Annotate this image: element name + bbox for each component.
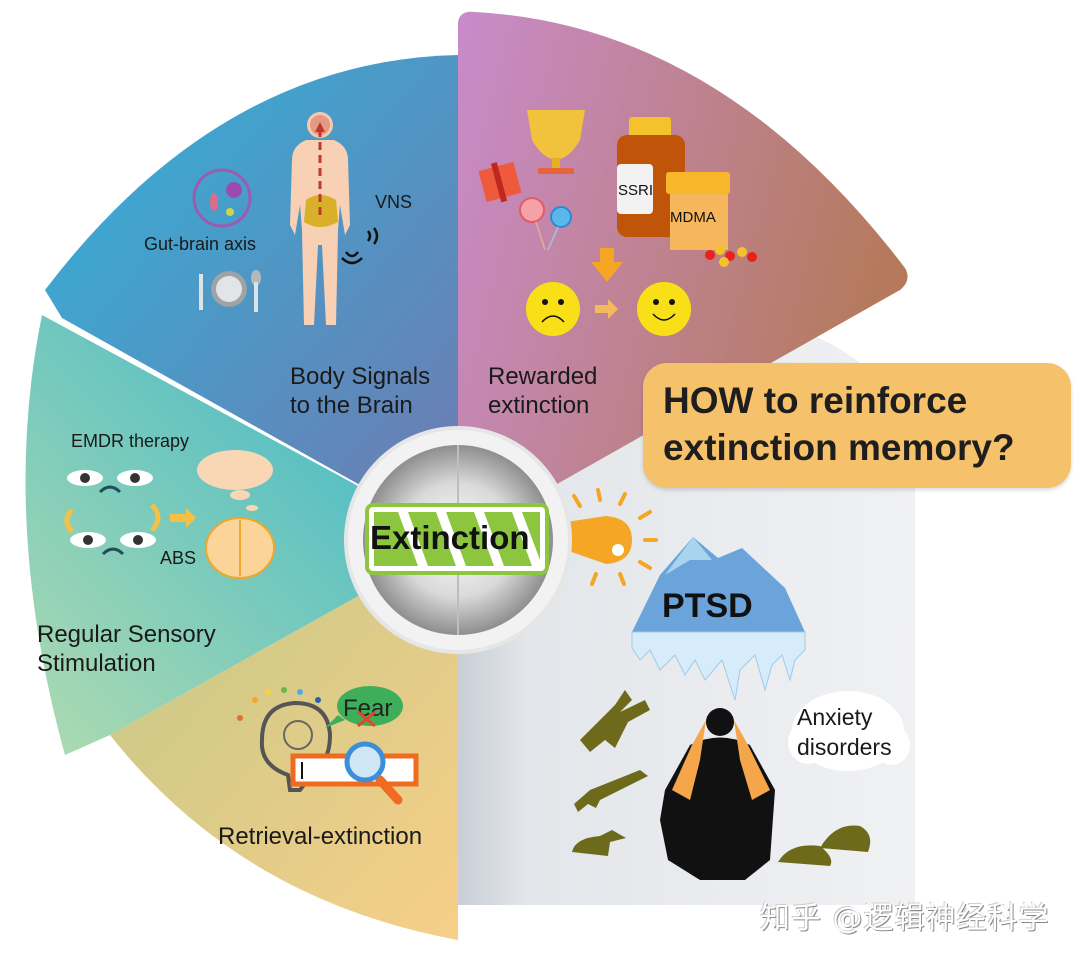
battery-icon: [365, 503, 549, 575]
pills-icon: [705, 245, 757, 267]
sad-face-icon: [526, 282, 580, 336]
crouching-person-icon: [660, 708, 775, 880]
ssri-label: SSRI: [618, 182, 653, 199]
vns-label: VNS: [375, 192, 413, 212]
down-arrow-icon: [591, 248, 623, 282]
anxiety-disorders-label: Anxiety disorders: [797, 702, 892, 762]
war-silhouettes-icon: [572, 690, 871, 866]
gift-icon: [478, 161, 522, 203]
lollipop-icon: [519, 197, 572, 251]
right-arrow-icon: [595, 299, 618, 319]
anxiety-label-line2: disorders: [797, 734, 892, 760]
eyes-icon: [64, 470, 196, 556]
watermark: 知乎 @逻辑神经科学: [760, 901, 1050, 936]
body-signals-title: Body Signals to the Brain: [290, 363, 430, 421]
mdma-bottle-icon: MDMA: [666, 172, 730, 250]
question-box: HOW to reinforce extinction memory?: [643, 363, 1071, 488]
regular-sensory-title: Regular Sensory Stimulation: [37, 621, 216, 679]
happy-face-icon: [637, 282, 691, 336]
iceberg-icon: PTSD: [631, 537, 806, 701]
microbe-icon: [192, 168, 252, 228]
anxiety-cloud-icon: [788, 691, 910, 771]
magnifier-icon: [344, 741, 403, 805]
body-signals-title-line1: Body Signals: [290, 363, 431, 390]
anxiety-label-line1: Anxiety: [797, 704, 873, 730]
ssri-bottle-icon: SSRI: [617, 117, 685, 237]
segment-body-signals: [45, 55, 458, 540]
head-icon: [237, 687, 333, 792]
trophy-icon: [527, 110, 585, 174]
abs-label: ABS: [160, 548, 197, 568]
question-text: HOW to reinforce extinction memory?: [663, 377, 1015, 471]
rewarded-extinction-title: Rewarded extinction: [488, 363, 597, 421]
vns-signal-icon: [341, 227, 379, 265]
retrieval-extinction-title: Retrieval-extinction: [218, 823, 423, 850]
question-line1: HOW to reinforce: [663, 380, 968, 421]
thought-cloud-icon: [197, 450, 273, 511]
rewarded-title-line1: Rewarded: [488, 363, 598, 390]
ptsd-label: PTSD: [662, 587, 753, 625]
gut-brain-axis-label: Gut-brain axis: [144, 234, 257, 254]
brain-icon: [205, 517, 275, 579]
extinction-label: Extinction: [370, 519, 530, 556]
emdr-therapy-label: EMDR therapy: [71, 431, 190, 451]
plate-cutlery-icon: [199, 270, 261, 312]
human-body-icon: [290, 112, 350, 325]
fear-bubble-icon: Fear: [325, 686, 403, 728]
regular-sensory-title-line2: Stimulation: [37, 649, 156, 677]
body-signals-title-line2: to the Brain: [290, 391, 413, 419]
regular-sensory-title-line1: Regular Sensory: [37, 621, 216, 648]
mdma-label: MDMA: [670, 209, 716, 226]
rewarded-title-line2: extinction: [488, 391, 590, 419]
question-line2: extinction memory?: [663, 427, 1015, 468]
